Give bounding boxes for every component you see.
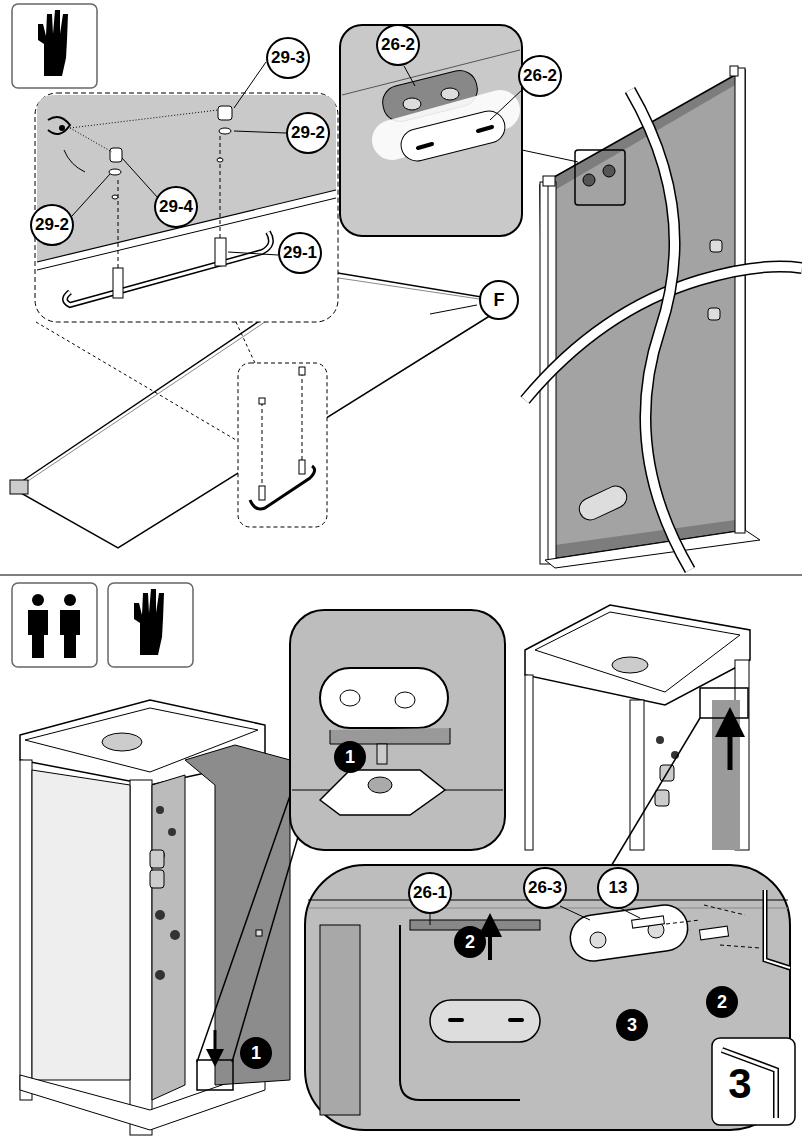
callout-number: 3 bbox=[715, 1059, 765, 1109]
separator bbox=[0, 575, 802, 576]
shower-door bbox=[525, 66, 802, 570]
callout-number: 2 bbox=[454, 926, 486, 958]
callout-number: 29-2 bbox=[286, 112, 330, 154]
cabin-top bbox=[525, 605, 750, 868]
callout-number: 29-4 bbox=[154, 186, 198, 228]
callout-number: 3 bbox=[616, 1009, 648, 1041]
callout-number: 29-2 bbox=[30, 204, 74, 246]
callout-number: 26-3 bbox=[523, 867, 567, 909]
hand-icon bbox=[12, 4, 97, 88]
handle-detail bbox=[238, 363, 327, 527]
hand-icon bbox=[108, 583, 193, 667]
callout-number: 2 bbox=[706, 986, 738, 1018]
callout-number: 26-2 bbox=[376, 24, 420, 66]
allen-key-icon bbox=[712, 1038, 795, 1125]
callout-number: 1 bbox=[334, 741, 366, 773]
callout-number: 26-2 bbox=[518, 55, 562, 97]
hinge-zoom bbox=[290, 610, 505, 850]
callout-number: 29-3 bbox=[266, 37, 310, 79]
callout-number: 1 bbox=[240, 1037, 272, 1069]
two-person-icon bbox=[12, 583, 97, 667]
callout-number: 29-1 bbox=[278, 232, 322, 274]
callout-number: 26-1 bbox=[408, 872, 452, 914]
callout-number: 13 bbox=[597, 867, 639, 909]
towel-bar-zoom bbox=[35, 62, 338, 322]
callout-number: F bbox=[479, 280, 519, 320]
shower-cabin bbox=[20, 700, 300, 1135]
